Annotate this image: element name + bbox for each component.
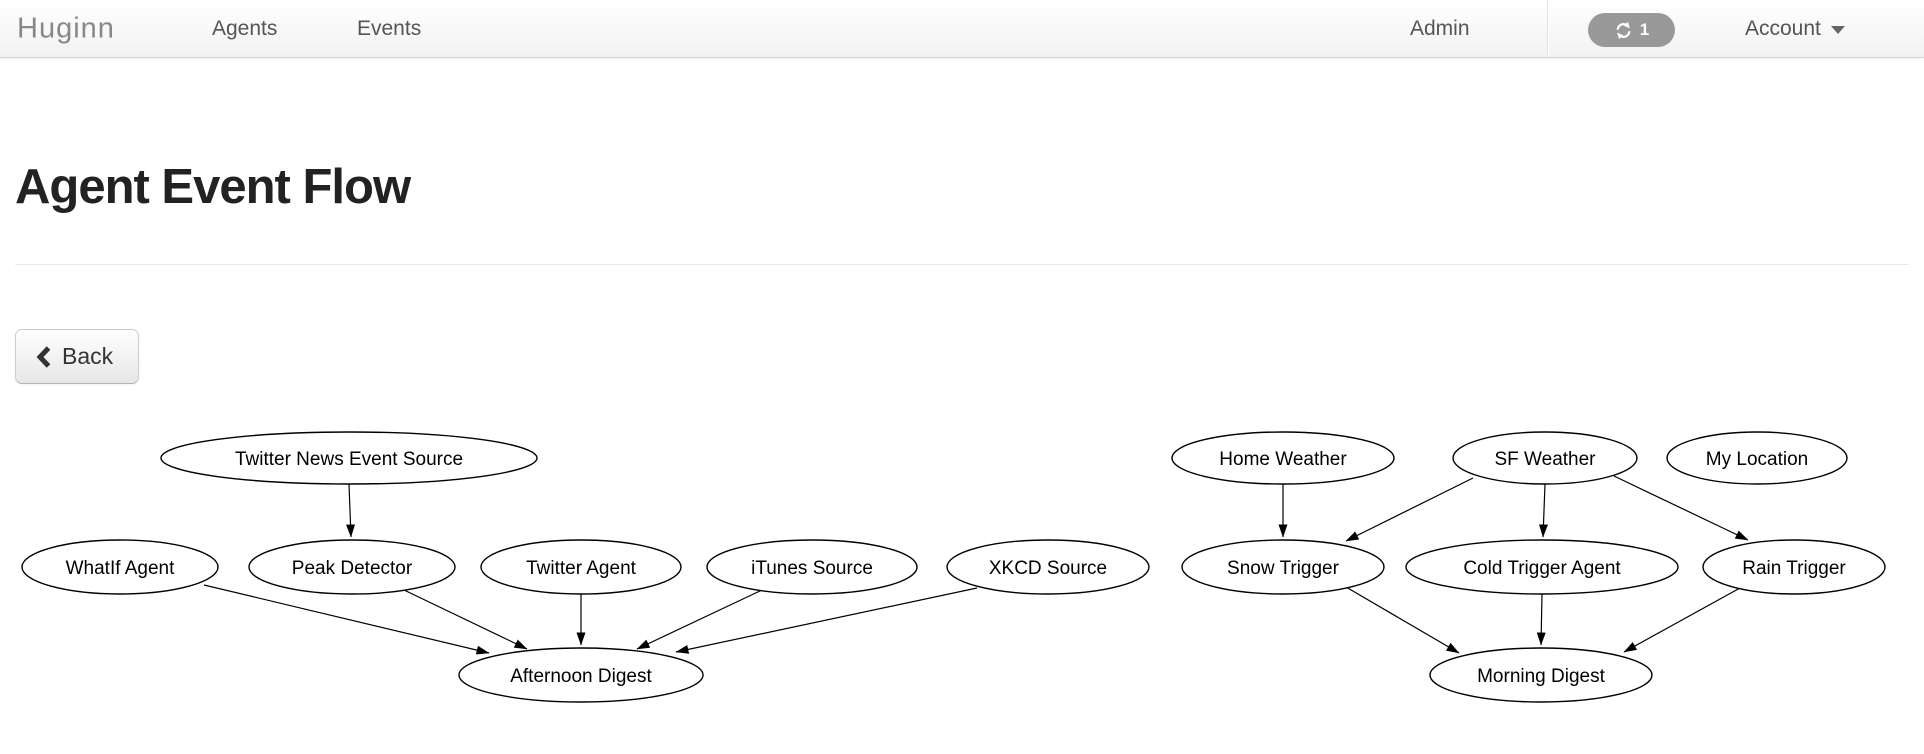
edge-whatif-to-afternoon-digest bbox=[203, 584, 490, 655]
edge-itunes-to-afternoon-digest bbox=[636, 589, 763, 650]
node-label: Morning Digest bbox=[1477, 666, 1605, 687]
node-label: WhatIf Agent bbox=[66, 558, 176, 579]
graph-node-snow-trigger: Snow Trigger bbox=[1181, 539, 1385, 595]
edge-sf-weather-to-snow-trigger bbox=[1345, 477, 1474, 542]
title-divider-rule bbox=[15, 264, 1909, 265]
graph-node-home-weather: Home Weather bbox=[1171, 431, 1395, 485]
node-label: Twitter News Event Source bbox=[235, 449, 463, 470]
graph-node-afternoon-digest: Afternoon Digest bbox=[458, 647, 704, 703]
account-label: Account bbox=[1745, 16, 1821, 40]
worker-status-badge[interactable]: 1 bbox=[1588, 13, 1675, 47]
graph-node-rain-trigger: Rain Trigger bbox=[1702, 539, 1886, 595]
node-label: My Location bbox=[1706, 449, 1808, 470]
refresh-icon bbox=[1614, 21, 1633, 40]
nav-link-admin[interactable]: Admin bbox=[1410, 16, 1470, 40]
node-label: Rain Trigger bbox=[1742, 558, 1846, 579]
graph-node-morning-digest: Morning Digest bbox=[1429, 647, 1653, 703]
nav-link-agents[interactable]: Agents bbox=[212, 16, 278, 40]
graph-node-sf-weather: SF Weather bbox=[1452, 431, 1638, 485]
navbar: Huginn Agents Events Admin 1 Account bbox=[0, 0, 1924, 58]
graph-node-itunes-source: iTunes Source bbox=[706, 539, 918, 595]
node-label: XKCD Source bbox=[989, 558, 1107, 579]
graph-node-cold-trigger-agent: Cold Trigger Agent bbox=[1405, 539, 1679, 595]
edge-xkcd-to-afternoon-digest bbox=[675, 587, 978, 654]
graph-edges bbox=[203, 475, 1749, 655]
graph-node-twitter-news-event-source: Twitter News Event Source bbox=[160, 431, 538, 485]
worker-count: 1 bbox=[1639, 20, 1650, 39]
edge-sf-weather-to-cold-trigger bbox=[1538, 483, 1548, 538]
edge-snow-trigger-to-morning-digest bbox=[1345, 586, 1460, 654]
graph-node-whatif-agent: WhatIf Agent bbox=[21, 539, 219, 595]
edge-cold-trigger-to-morning-digest bbox=[1536, 593, 1546, 646]
edge-rain-trigger-to-morning-digest bbox=[1623, 587, 1741, 653]
graph-node-my-location: My Location bbox=[1666, 431, 1848, 485]
back-button[interactable]: Back bbox=[15, 329, 140, 384]
graph-node-twitter-agent: Twitter Agent bbox=[480, 539, 682, 595]
caret-down-icon bbox=[1830, 26, 1845, 34]
node-label: SF Weather bbox=[1494, 449, 1596, 470]
page-title: Agent Event Flow bbox=[15, 160, 411, 214]
edge-twitter-news-to-peak-detector bbox=[346, 483, 356, 538]
node-label: Snow Trigger bbox=[1227, 558, 1340, 579]
node-label: Peak Detector bbox=[292, 558, 413, 579]
back-button-label: Back bbox=[62, 343, 114, 369]
node-label: Cold Trigger Agent bbox=[1463, 558, 1621, 579]
chevron-left-icon bbox=[36, 345, 51, 369]
node-label: Home Weather bbox=[1219, 449, 1347, 470]
account-menu[interactable]: Account bbox=[1745, 17, 1845, 41]
nav-link-events[interactable]: Events bbox=[357, 16, 422, 40]
graph-node-peak-detector: Peak Detector bbox=[248, 539, 456, 595]
edge-peak-detector-to-afternoon-digest bbox=[403, 589, 528, 650]
node-label: Afternoon Digest bbox=[510, 666, 652, 687]
agent-event-flow-diagram: Twitter News Event Source Home Weather S… bbox=[21, 431, 1886, 703]
edge-sf-weather-to-rain-trigger bbox=[1613, 475, 1749, 541]
node-label: iTunes Source bbox=[751, 558, 873, 579]
brand-link[interactable]: Huginn bbox=[17, 12, 115, 44]
graph-node-xkcd-source: XKCD Source bbox=[946, 539, 1150, 595]
navbar-vertical-divider bbox=[1547, 0, 1549, 57]
node-label: Twitter Agent bbox=[526, 558, 637, 579]
main-content: Agent Event Flow Back bbox=[0, 157, 1924, 712]
